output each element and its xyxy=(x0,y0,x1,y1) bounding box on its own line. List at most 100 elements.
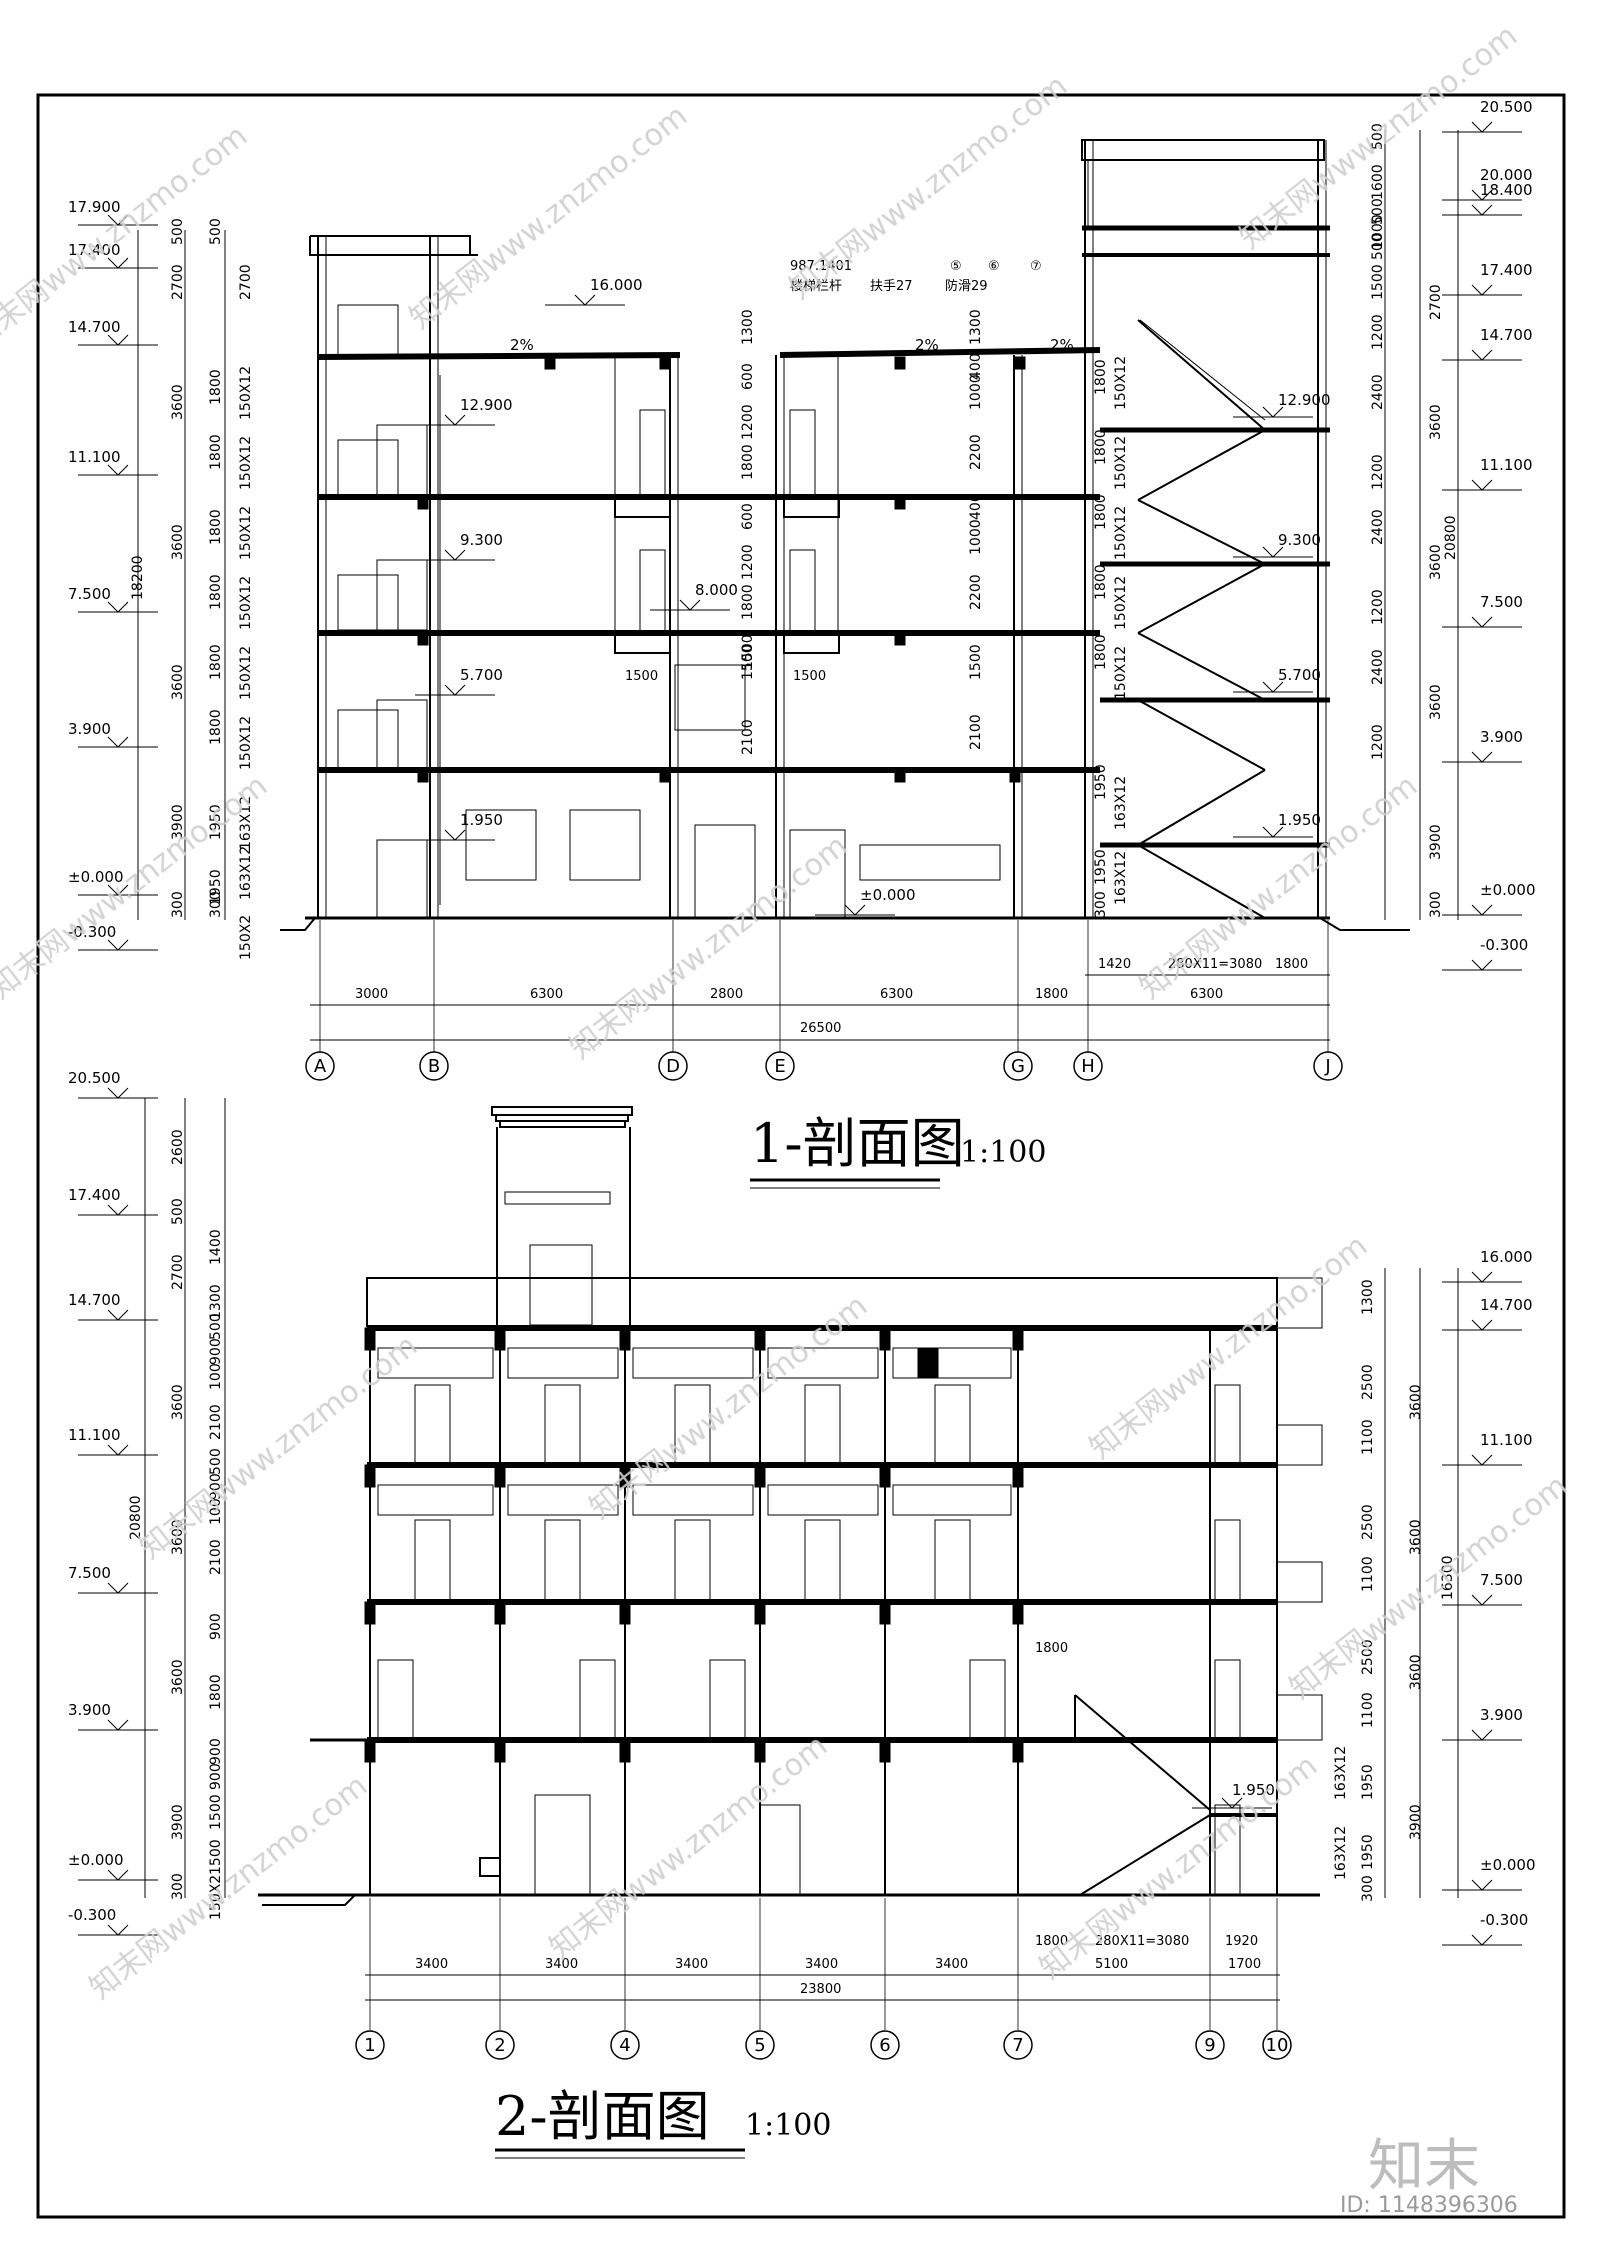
elevation-label: 17.400 xyxy=(68,1186,121,1204)
elevation-label: -0.300 xyxy=(1480,1911,1528,1929)
construction-note: 防滑29 xyxy=(945,278,988,294)
axis-bubble-e xyxy=(765,1051,795,1081)
dimension-label: 400 xyxy=(968,493,984,520)
dimension-label: 150X12 xyxy=(1113,356,1129,410)
dimension-label: 163X12 xyxy=(1333,1746,1349,1800)
landing-level: 1.950 xyxy=(1232,1781,1275,1799)
dimension-label: 150X12 xyxy=(238,576,254,630)
elevation-label: 16.000 xyxy=(1480,1248,1533,1266)
level-marker xyxy=(844,904,866,916)
level-marker xyxy=(1471,1271,1493,1283)
dimension-label: 3600 xyxy=(1428,404,1444,440)
elevation-label: ±0.000 xyxy=(68,868,124,886)
elevation-label: 3.900 xyxy=(68,1701,111,1719)
axis-bubble-6 xyxy=(870,2030,900,2060)
dimension-label: 300 xyxy=(208,891,224,918)
dimension-label: 2100 xyxy=(740,719,756,755)
dimension-label: 1200 xyxy=(1370,589,1386,625)
level-marker xyxy=(1471,121,1493,133)
overall-dimension: 26500 xyxy=(800,1021,841,1036)
level-marker xyxy=(1471,1594,1493,1606)
dimension-label: 1800 xyxy=(740,444,756,480)
axis-bubble-5 xyxy=(745,2030,775,2060)
elevation-label: 17.900 xyxy=(68,198,121,216)
level-marker xyxy=(1471,1729,1493,1741)
dimension-label: 1950 xyxy=(1093,849,1109,885)
dimension-label: 1400 xyxy=(208,1229,224,1265)
construction-note: 扶手27 xyxy=(870,279,913,294)
level-marker xyxy=(107,601,129,613)
elevation-label: 17.400 xyxy=(1480,261,1533,279)
dimension-label: 150X12 xyxy=(238,506,254,560)
watermark-text: 知末网www.znzmo.com xyxy=(83,1768,374,2006)
level-marker xyxy=(444,829,466,841)
total-height-label: 16300 xyxy=(1440,1555,1456,1600)
bay-dimension: 3400 xyxy=(805,1957,838,1972)
level-marker xyxy=(444,414,466,426)
watermark-text: 知末网www.znzmo.com xyxy=(583,1288,874,1526)
dimension-label: 3900 xyxy=(170,804,186,840)
landing-level: 5.700 xyxy=(1278,666,1321,684)
dimension-label: 3600 xyxy=(1428,684,1444,720)
elevation-label: 7.500 xyxy=(68,1564,111,1582)
level-marker xyxy=(107,1309,129,1321)
axis-bubble-1 xyxy=(355,2030,385,2060)
dimension-label: 163X12 xyxy=(1113,776,1129,830)
axis-bubble-j xyxy=(1313,1051,1343,1081)
axis-bubble-g-label: G xyxy=(1011,1056,1025,1077)
dimension-label: 2100 xyxy=(208,1539,224,1575)
level-marker xyxy=(107,257,129,269)
opening-width: 1500 xyxy=(793,669,826,684)
dimension-label: 2400 xyxy=(1370,509,1386,545)
dimension-label: 900 xyxy=(208,1763,224,1790)
level-marker xyxy=(1471,904,1493,916)
dimension-label: 150X12 xyxy=(1113,646,1129,700)
axis-bubble-7-label: 7 xyxy=(1012,2035,1023,2056)
dimension-label: 1500 xyxy=(740,634,756,670)
elevation-label: 14.700 xyxy=(68,1291,121,1309)
dimension-label: 2500 xyxy=(1360,1364,1376,1400)
section2-scale: 1:100 xyxy=(745,2108,831,2143)
watermark-text: 知末网www.znzmo.com xyxy=(1083,1228,1374,1466)
dimension-label: 1500 xyxy=(208,1794,224,1830)
dimension-label: 3900 xyxy=(170,1804,186,1840)
level-marker xyxy=(107,464,129,476)
bay-dimension: 2800 xyxy=(710,987,743,1002)
bay-dimension: 3400 xyxy=(675,1957,708,1972)
level-marker xyxy=(574,294,596,306)
dimension-label: 1800 xyxy=(208,644,224,680)
dimension-label: 150X12 xyxy=(1113,436,1129,490)
dimension-label: 300 xyxy=(1093,891,1109,918)
dimension-label: 1200 xyxy=(1370,454,1386,490)
elevation-label: -0.300 xyxy=(68,923,116,941)
dimension-label: 2600 xyxy=(170,1129,186,1165)
axis-bubble-b-label: B xyxy=(428,1056,440,1077)
dimension-label: 1800 xyxy=(208,509,224,545)
level-label: ±0.000 xyxy=(860,886,916,904)
level-label: 8.000 xyxy=(695,581,738,599)
dimension-label: 3600 xyxy=(170,1659,186,1695)
watermark-text: 知末网www.znzmo.com xyxy=(0,768,274,1006)
level-marker xyxy=(444,549,466,561)
construction-note: ⑥ xyxy=(988,259,1000,274)
dimension-label: 3600 xyxy=(170,1384,186,1420)
dimension-label: 900 xyxy=(208,1738,224,1765)
dimension-label: 1950 xyxy=(1360,1834,1376,1870)
dimension-label: 1500 xyxy=(1370,264,1386,300)
elevation-label: 14.700 xyxy=(1480,1296,1533,1314)
level-marker xyxy=(1471,751,1493,763)
dimension-label: 150X12 xyxy=(1113,506,1129,560)
dimension-label: 150X12 xyxy=(238,646,254,700)
total-height-label: 18200 xyxy=(130,555,146,600)
level-marker xyxy=(1471,1454,1493,1466)
section1-title: 1-剖面图 xyxy=(750,1112,965,1175)
dimension-label: 1800 xyxy=(208,1674,224,1710)
elevation-label: 7.500 xyxy=(1480,1571,1523,1589)
dimension-label: 163X12 xyxy=(1113,851,1129,905)
dimension-label: 500 xyxy=(1370,123,1386,150)
dimension-label: 500 xyxy=(170,218,186,245)
elevation-label: 3.900 xyxy=(68,720,111,738)
dimension-label: 150X2 xyxy=(238,915,254,960)
dimension-label: 1950 xyxy=(1360,1764,1376,1800)
